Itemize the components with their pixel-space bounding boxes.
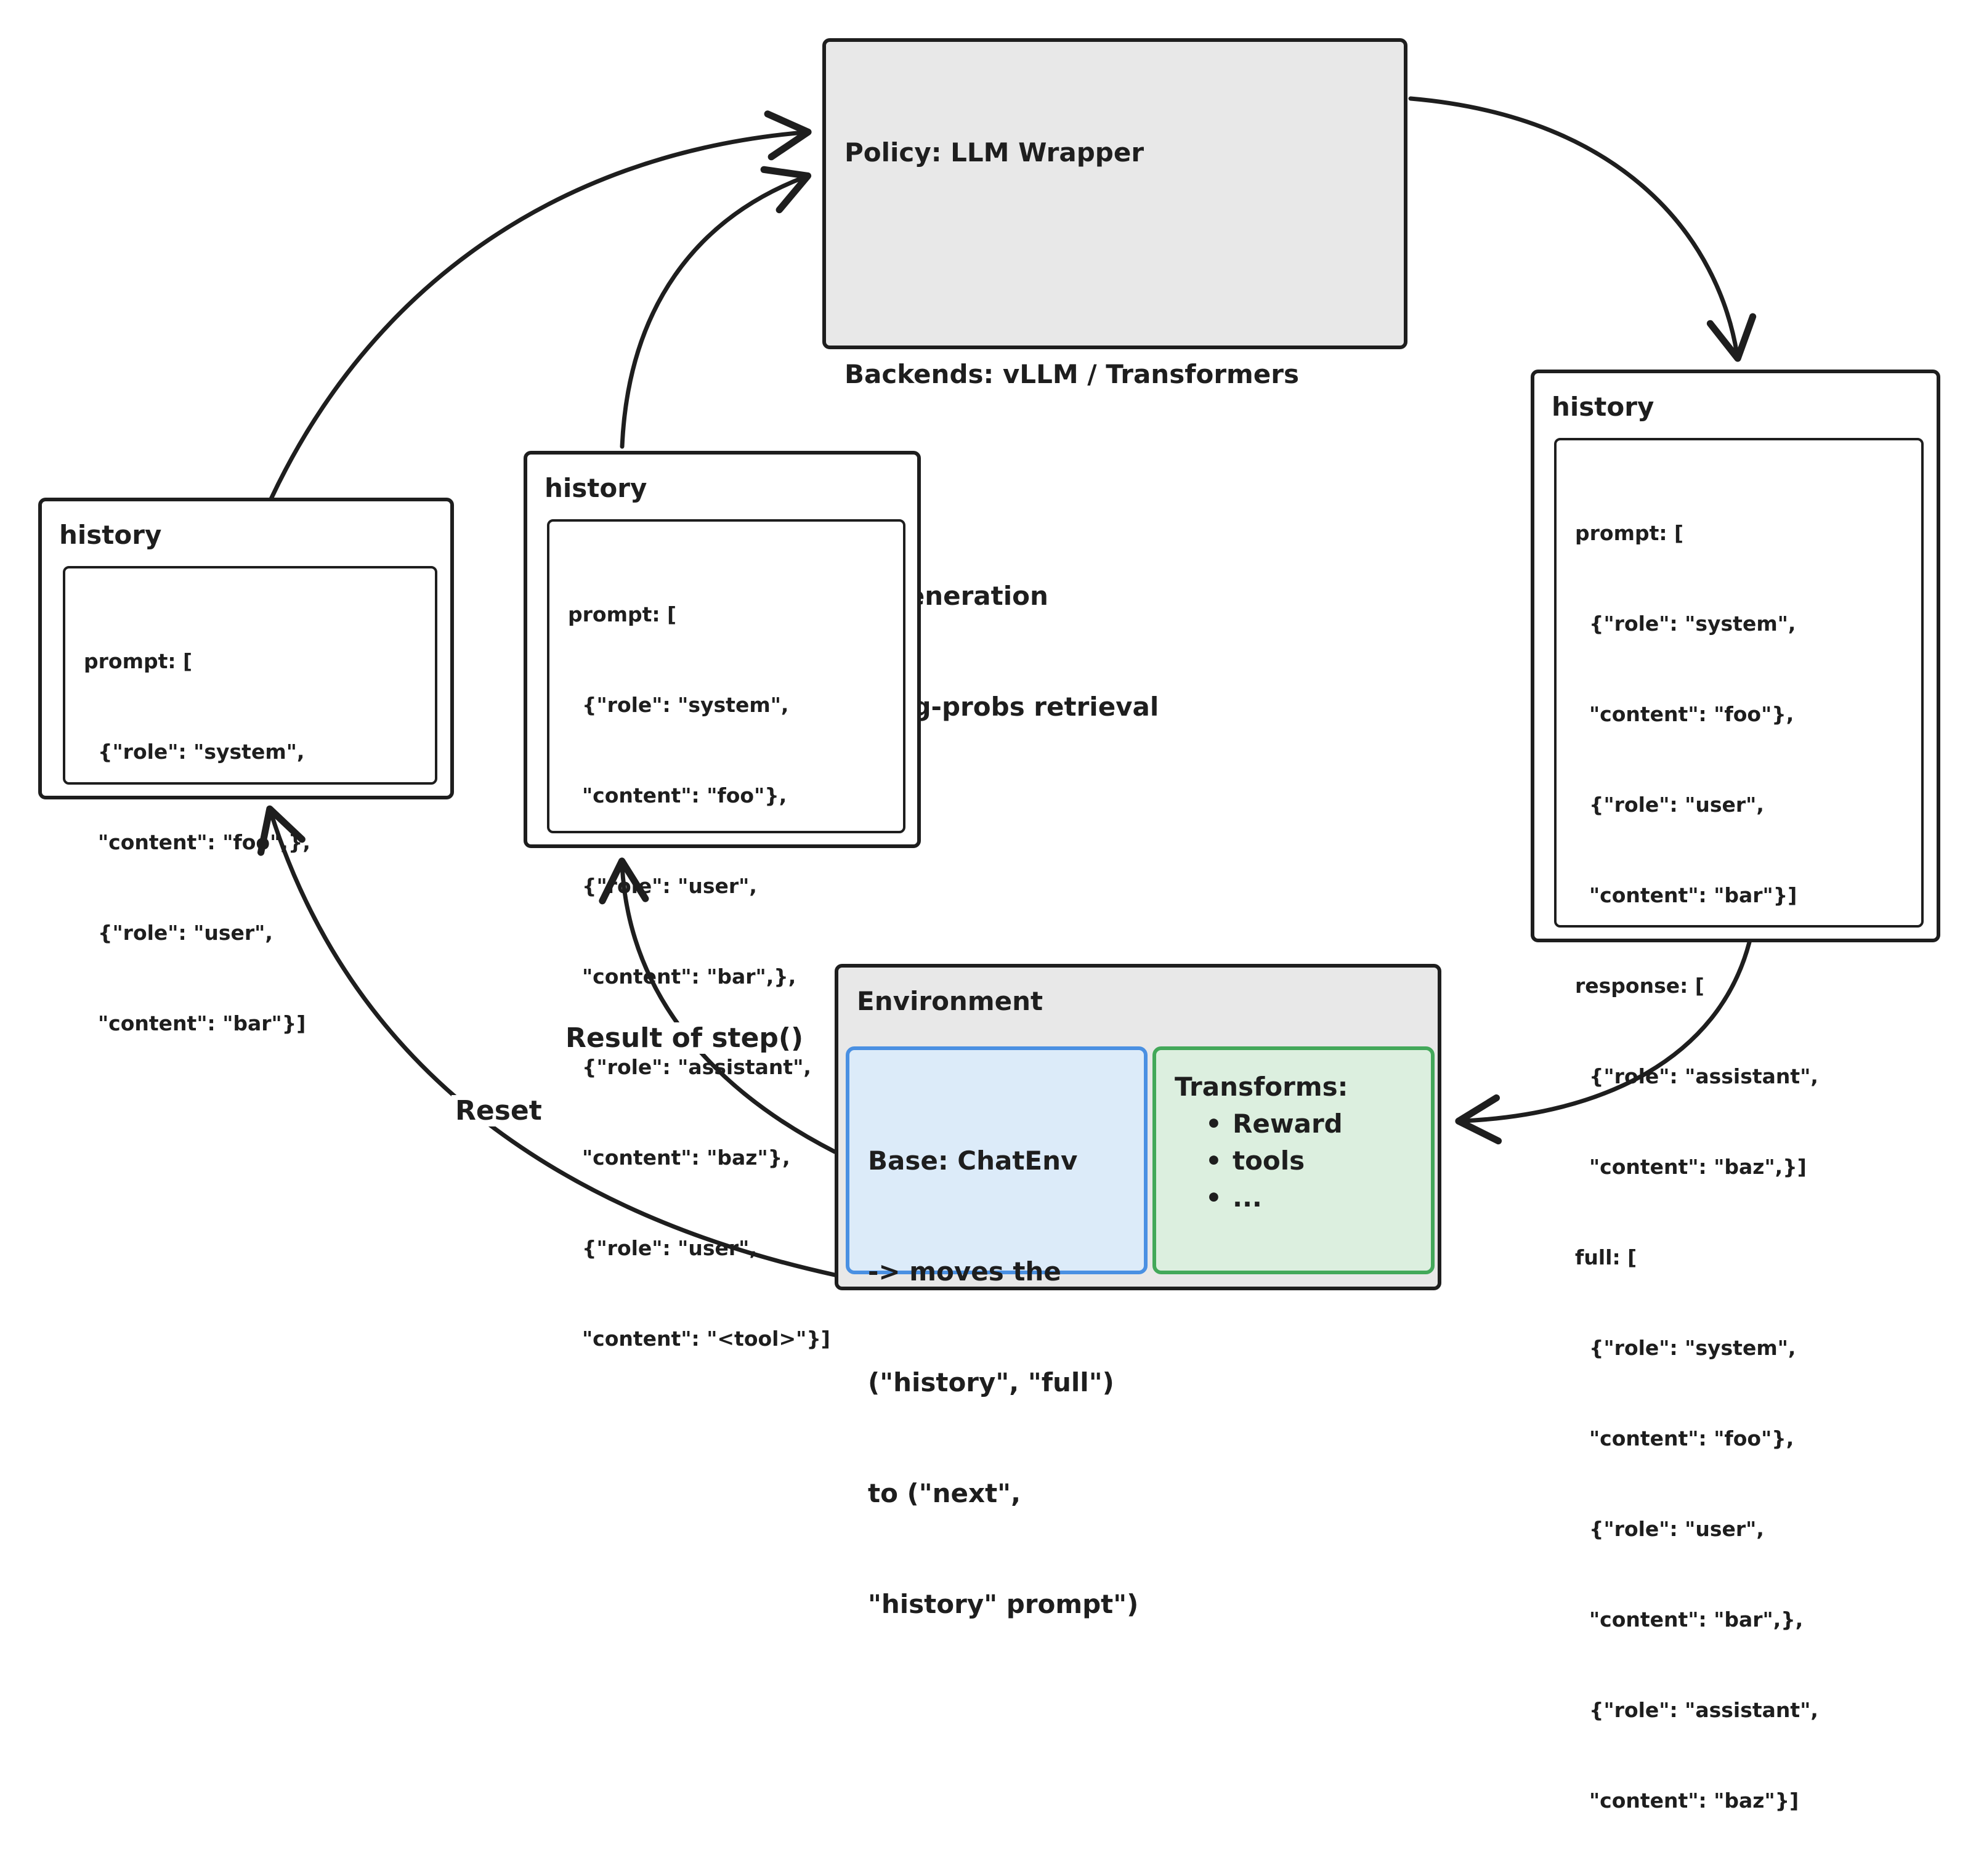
code-line: {"role": "user", bbox=[568, 1236, 757, 1260]
transforms-box: Transforms: Reward tools ... bbox=[1152, 1046, 1435, 1274]
code-line: "content": "baz"}] bbox=[1575, 1789, 1799, 1813]
arrow-history-middle-to-policy bbox=[620, 166, 812, 449]
history-right-inner: prompt: [ {"role": "system", "content": … bbox=[1554, 438, 1924, 1813]
code-line: "content": "bar"}] bbox=[1575, 883, 1797, 907]
code-line: {"role": "system", bbox=[568, 693, 789, 717]
code-line: {"role": "assistant", bbox=[568, 1055, 811, 1079]
transform-item: tools bbox=[1205, 1142, 1343, 1179]
code-line: {"role": "system", bbox=[1575, 612, 1796, 636]
history-right-box: history prompt: [ {"role": "system", "co… bbox=[1531, 370, 1940, 1813]
arrow-history-left-to-policy bbox=[269, 110, 812, 501]
code-line: {"role": "user", bbox=[568, 874, 757, 898]
history-middle-code: prompt: [ {"role": "system", "content": … bbox=[568, 539, 830, 1414]
code-line: prompt: [ bbox=[84, 649, 193, 673]
history-right-code: prompt: [ {"role": "system", "content": … bbox=[1575, 458, 1818, 1876]
code-line: "content": "foo",}, bbox=[84, 830, 310, 854]
code-line: {"role": "system", bbox=[84, 740, 305, 764]
history-middle-inner: prompt: [ {"role": "system", "content": … bbox=[547, 519, 905, 1351]
code-line: {"role": "assistant", bbox=[1575, 1064, 1818, 1088]
code-line: "content": "bar"}] bbox=[84, 1011, 306, 1035]
code-line: "content": "foo"}, bbox=[1575, 702, 1794, 726]
base-line: Base: ChatEnv bbox=[868, 1146, 1078, 1176]
base-line: "history" prompt") bbox=[868, 1589, 1139, 1619]
code-line: prompt: [ bbox=[1575, 521, 1684, 545]
history-title: history bbox=[1552, 392, 1654, 422]
history-left-inner: prompt: [ {"role": "system", "content": … bbox=[63, 566, 437, 1035]
code-line: {"role": "system", bbox=[1575, 1336, 1796, 1360]
arrow-history-right-to-environment bbox=[1455, 940, 1752, 1145]
code-line: "content": "baz",}] bbox=[1575, 1155, 1807, 1179]
code-line: full: [ bbox=[1575, 1245, 1637, 1269]
history-title: history bbox=[59, 520, 162, 550]
arrow-policy-to-history-right bbox=[1408, 96, 1757, 362]
code-line: "content": "bar",}, bbox=[1575, 1607, 1804, 1631]
policy-line: Policy: LLM Wrapper bbox=[844, 137, 1144, 168]
transforms-list: Reward tools ... bbox=[1205, 1106, 1343, 1216]
code-line: "content": "bar",}, bbox=[568, 964, 796, 989]
code-line: {"role": "user", bbox=[84, 921, 273, 945]
history-middle-box: history prompt: [ {"role": "system", "co… bbox=[524, 451, 921, 1351]
transforms-title: Transforms: bbox=[1175, 1072, 1348, 1102]
environment-box: Environment Base: ChatEnv -> moves the (… bbox=[835, 964, 1441, 1619]
code-line: {"role": "assistant", bbox=[1575, 1698, 1818, 1722]
history-title: history bbox=[545, 473, 647, 503]
policy-line: Backends: vLLM / Transformers bbox=[844, 359, 1299, 389]
result-of-step-label: Result of step() bbox=[562, 1022, 808, 1054]
policy-line bbox=[844, 245, 1299, 282]
history-left-code: prompt: [ {"role": "system", "content": … bbox=[84, 586, 310, 1099]
code-line: "content": "foo"}, bbox=[568, 783, 787, 807]
transform-item: ... bbox=[1205, 1179, 1343, 1216]
code-line: response: [ bbox=[1575, 974, 1704, 998]
code-line: "content": "<tool>"}] bbox=[568, 1327, 830, 1351]
code-line: {"role": "user", bbox=[1575, 1517, 1764, 1541]
base-text: Base: ChatEnv -> moves the ("history", "… bbox=[868, 1069, 1138, 1697]
code-line: prompt: [ bbox=[568, 602, 677, 626]
base-line: ("history", "full") bbox=[868, 1367, 1114, 1397]
base-line: -> moves the bbox=[868, 1256, 1061, 1287]
code-line: "content": "baz"}, bbox=[568, 1146, 790, 1170]
history-left-box: history prompt: [ {"role": "system", "co… bbox=[38, 498, 454, 1035]
code-line: {"role": "user", bbox=[1575, 793, 1764, 817]
reset-label: Reset bbox=[452, 1095, 546, 1126]
policy-box: Policy: LLM Wrapper Backends: vLLM / Tra… bbox=[822, 38, 1407, 722]
base-line: to ("next", bbox=[868, 1478, 1021, 1508]
environment-title: Environment bbox=[857, 986, 1043, 1016]
base-chatenv-box: Base: ChatEnv -> moves the ("history", "… bbox=[846, 1046, 1148, 1619]
code-line: "content": "foo"}, bbox=[1575, 1426, 1794, 1450]
transform-item: Reward bbox=[1205, 1106, 1343, 1142]
